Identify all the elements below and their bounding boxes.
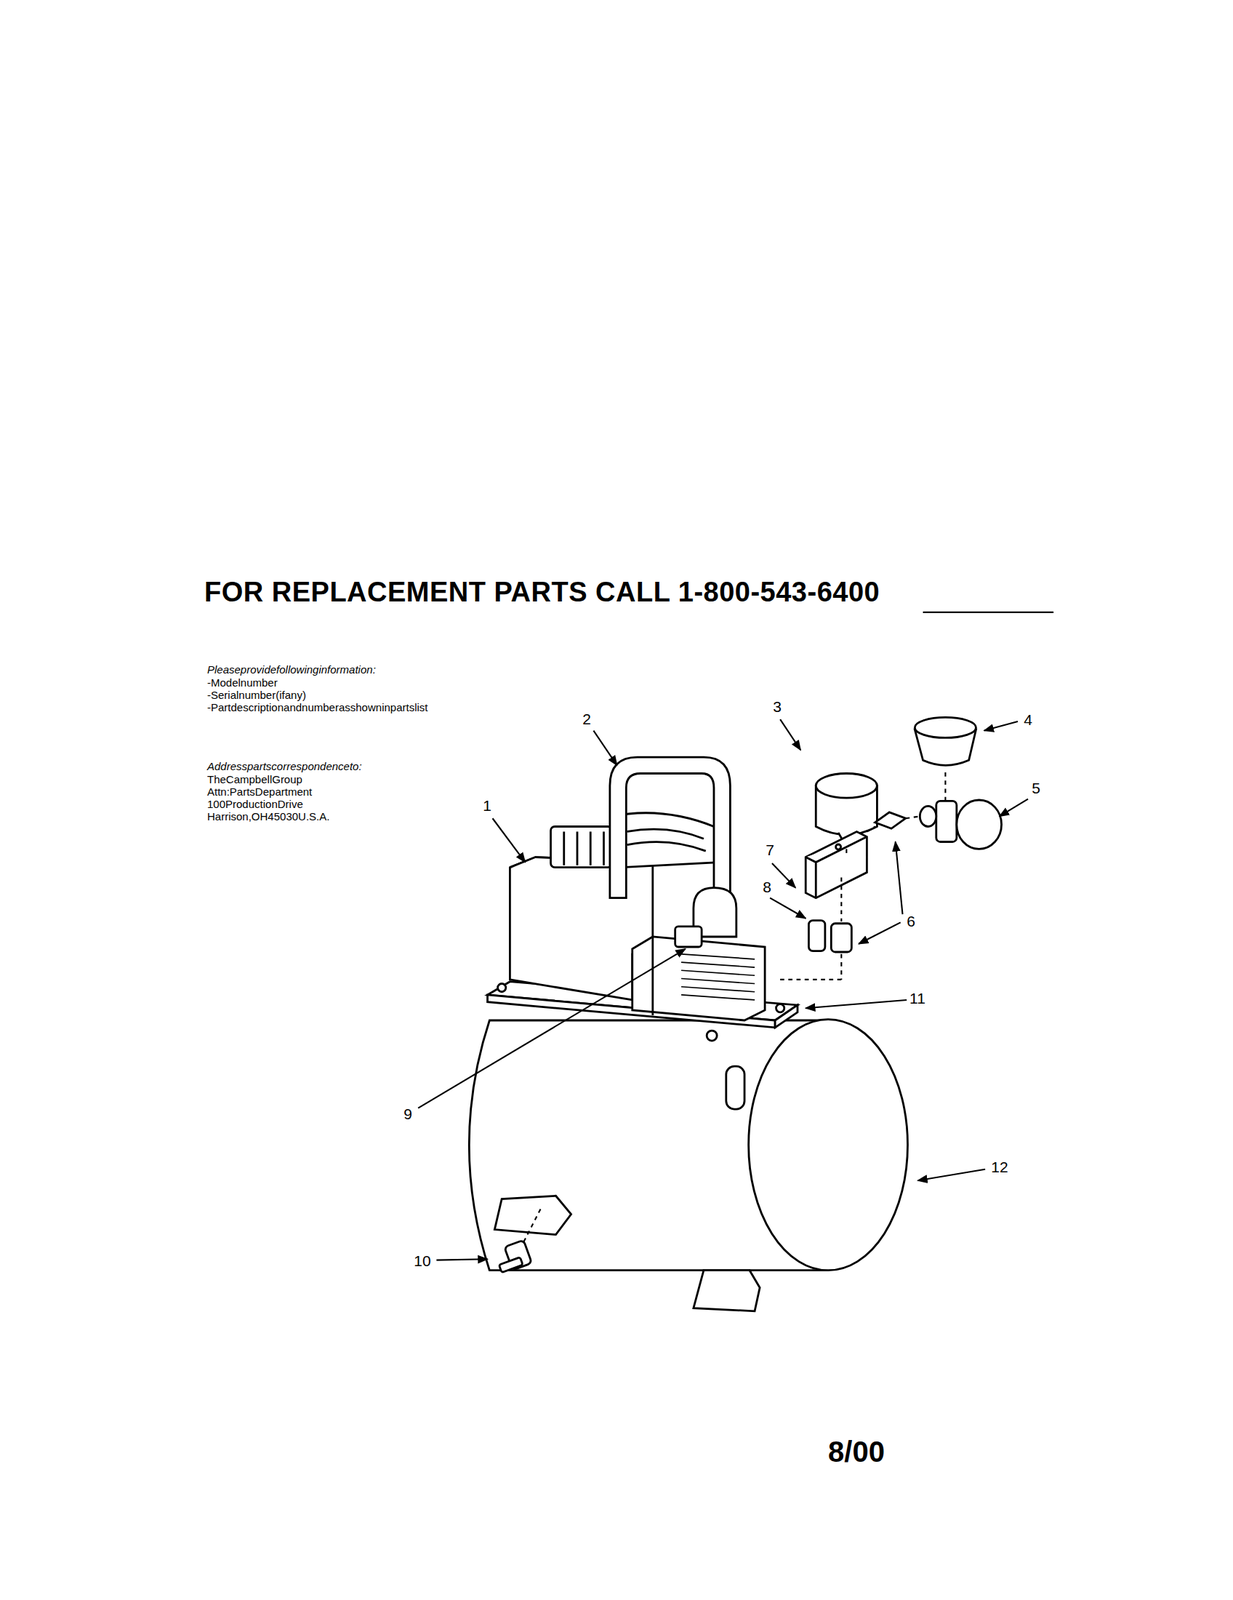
callout-number: 12 — [990, 1158, 1008, 1175]
callout-number: 10 — [413, 1251, 431, 1269]
callout-number: 6 — [906, 912, 916, 930]
info-note: -Partdescriptionandnumberasshowninpartsl… — [207, 701, 429, 714]
callout-number: 4 — [1023, 711, 1033, 728]
callout-number: 9 — [403, 1105, 413, 1122]
page-heading: FOR REPLACEMENT PARTS CALL 1-800-543-640… — [204, 577, 880, 608]
callout-number: 11 — [909, 989, 926, 1007]
address-note: Addresspartscorrespondenceto: — [207, 760, 363, 773]
callout-number: 5 — [1031, 779, 1041, 797]
callout-number: 7 — [765, 841, 775, 858]
info-note: -Serialnumber(ifany) — [207, 689, 307, 702]
leader-lines — [418, 719, 1028, 1260]
callout-number: 2 — [582, 710, 592, 728]
address-note: Harrison,OH45030U.S.A. — [207, 810, 330, 823]
address-note: TheCampbellGroup — [207, 773, 303, 786]
revision-date: 8/00 — [828, 1435, 885, 1468]
callout-number: 1 — [482, 796, 492, 814]
compressor-drawing — [468, 612, 1054, 1311]
info-note: Pleaseprovidefollowinginformation: — [207, 663, 376, 677]
address-note: 100ProductionDrive — [207, 798, 304, 811]
info-note: -Modelnumber — [207, 676, 278, 690]
callout-number: 3 — [772, 697, 782, 715]
callout-number: 8 — [762, 878, 772, 895]
address-note: Attn:PartsDepartment — [207, 785, 312, 799]
